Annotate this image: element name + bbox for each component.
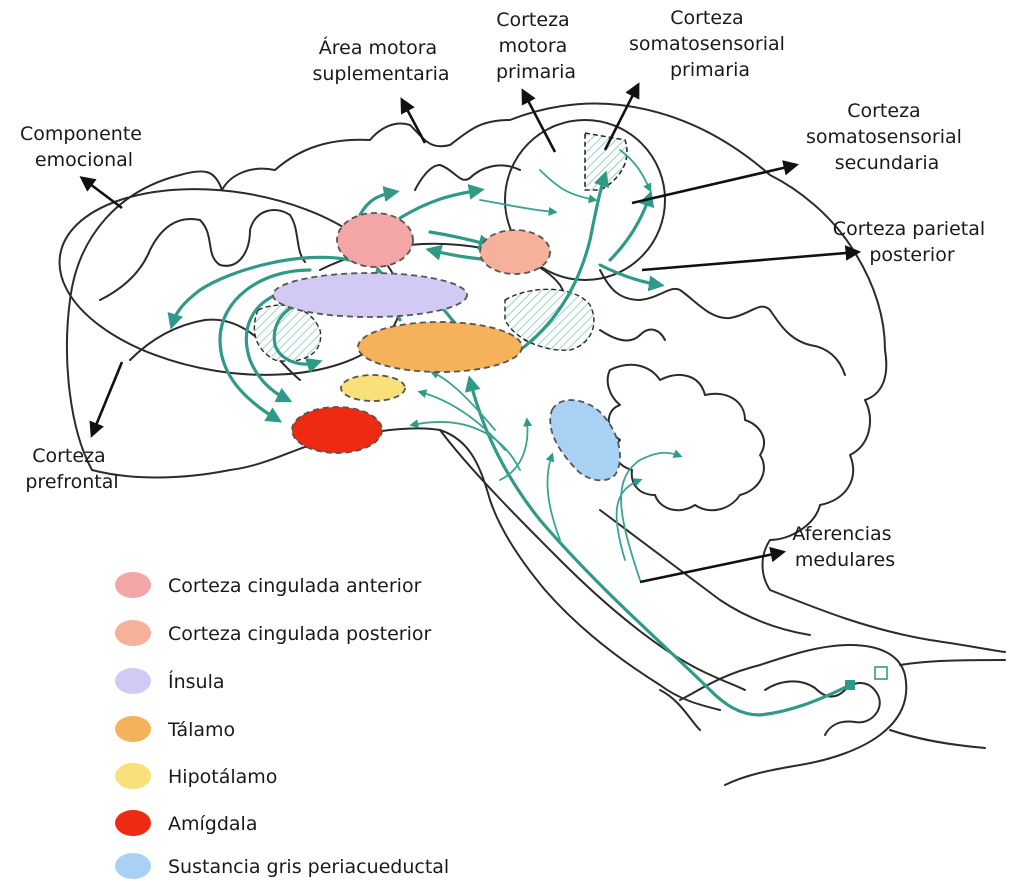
legend-swatch xyxy=(115,853,151,879)
label-parietal: Corteza parietal posterior xyxy=(833,218,991,266)
legend-label: Amígdala xyxy=(168,813,257,835)
label-aferencias: Aferencias medulares xyxy=(792,523,897,571)
legend-label: Hipotálamo xyxy=(168,766,277,788)
legend-label: Sustancia gris periacueductal xyxy=(168,856,449,878)
ascending-fan-2 xyxy=(617,480,640,560)
legend-item: Corteza cingulada anterior xyxy=(115,572,422,598)
ascending-fan-1 xyxy=(621,453,680,580)
legend-swatch xyxy=(115,716,151,742)
legend-label: Ínsula xyxy=(168,670,225,693)
region-posterior-cingulate xyxy=(480,230,550,274)
spinal-root-2 xyxy=(890,730,985,748)
cingulate-to-motor xyxy=(400,190,480,218)
spinal-entry-marker xyxy=(845,680,855,690)
spinal-grey-matter xyxy=(765,681,880,735)
gyri-parietal xyxy=(600,270,845,375)
somato-arrows-2 xyxy=(480,200,555,212)
thalamus-to-sma xyxy=(360,192,395,215)
gyri-central xyxy=(415,165,520,190)
spinal-cord-section xyxy=(680,645,906,785)
legend-swatch xyxy=(115,572,151,598)
somatosensory-primary-region xyxy=(585,133,627,190)
region-hypothalamus xyxy=(341,375,405,401)
insula-region-hatched xyxy=(254,305,320,361)
leader-prefrontal xyxy=(92,362,122,435)
leader-area-motora xyxy=(402,100,425,143)
legend-item: Ínsula xyxy=(115,668,225,694)
label-area-motora: Área motora suplementaria xyxy=(312,36,449,85)
region-amygdala xyxy=(292,407,382,453)
legend-swatch xyxy=(115,668,151,694)
label-somato-secundaria: Corteza somatosensorial secundaria xyxy=(806,100,968,174)
label-somato-primaria: Corteza somatosensorial primaria xyxy=(629,7,791,81)
label-corteza-motora: Corteza motora primaria xyxy=(496,9,576,83)
region-insula xyxy=(273,273,467,317)
cortex-lower-contour xyxy=(92,428,720,710)
label-componente: Componente emocional xyxy=(20,123,148,171)
ascending-fan-3 xyxy=(547,455,560,540)
legend-item: Amígdala xyxy=(115,810,257,836)
legend-swatch xyxy=(115,620,151,646)
legend-label: Corteza cingulada posterior xyxy=(168,623,431,645)
legend-label: Tálamo xyxy=(167,719,235,741)
legend-swatch xyxy=(115,763,151,789)
legend-item: Hipotálamo xyxy=(115,763,277,789)
legend-label: Corteza cingulada anterior xyxy=(168,575,422,597)
legend: Corteza cingulada anterior Corteza cingu… xyxy=(115,572,449,879)
region-thalamus xyxy=(358,322,522,372)
labels: Área motora suplementaria Corteza motora… xyxy=(20,7,991,571)
region-periaqueductal-gray xyxy=(550,400,620,480)
legend-swatch xyxy=(115,810,151,836)
leader-parietal xyxy=(642,252,858,270)
leader-componente xyxy=(82,178,122,208)
legend-item: Corteza cingulada posterior xyxy=(115,620,431,646)
parietal-branch xyxy=(610,195,650,260)
legend-item: Sustancia gris periacueductal xyxy=(115,853,449,879)
leader-somato-secundaria xyxy=(632,165,796,203)
spinal-lower-line xyxy=(900,660,1005,665)
spinal-entry-marker-open xyxy=(875,667,887,679)
gyri-occipital xyxy=(600,330,665,341)
label-prefrontal: Corteza prefrontal xyxy=(25,445,118,493)
region-anterior-cingulate xyxy=(337,213,413,267)
legend-item: Tálamo xyxy=(115,716,235,742)
cerebellum xyxy=(608,365,764,510)
